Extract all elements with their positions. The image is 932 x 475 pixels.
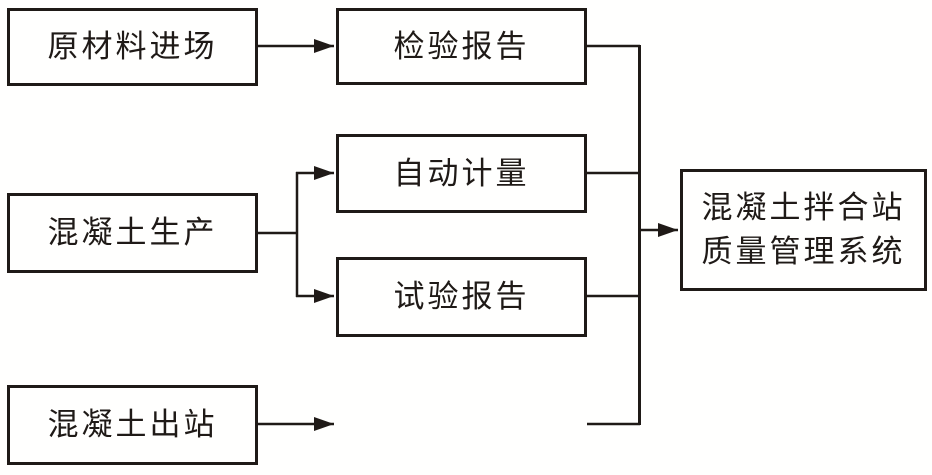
node-concrete-production-label: 混凝土生产 — [47, 215, 218, 250]
node-system-label-line1: 混凝土拌合站 — [701, 190, 906, 225]
node-auto-measurement-label: 自动计量 — [393, 155, 530, 191]
node-test-report-label: 试验报告 — [393, 279, 530, 314]
node-concrete-out-label: 混凝土出站 — [47, 407, 218, 442]
node-concrete-out: 混凝土出站 — [7, 385, 258, 465]
node-concrete-production: 混凝土生产 — [7, 193, 258, 273]
node-inspection-report: 检验报告 — [336, 8, 587, 85]
node-raw-material-label: 原材料进场 — [47, 29, 218, 64]
node-system: 混凝土拌合站 质量管理系统 — [680, 169, 927, 291]
node-raw-material: 原材料进场 — [7, 8, 258, 86]
node-auto-measurement: 自动计量 — [336, 134, 587, 213]
node-inspection-report-label: 检验报告 — [393, 28, 530, 64]
node-test-report: 试验报告 — [336, 257, 587, 337]
node-system-label-line2: 质量管理系统 — [701, 234, 906, 269]
